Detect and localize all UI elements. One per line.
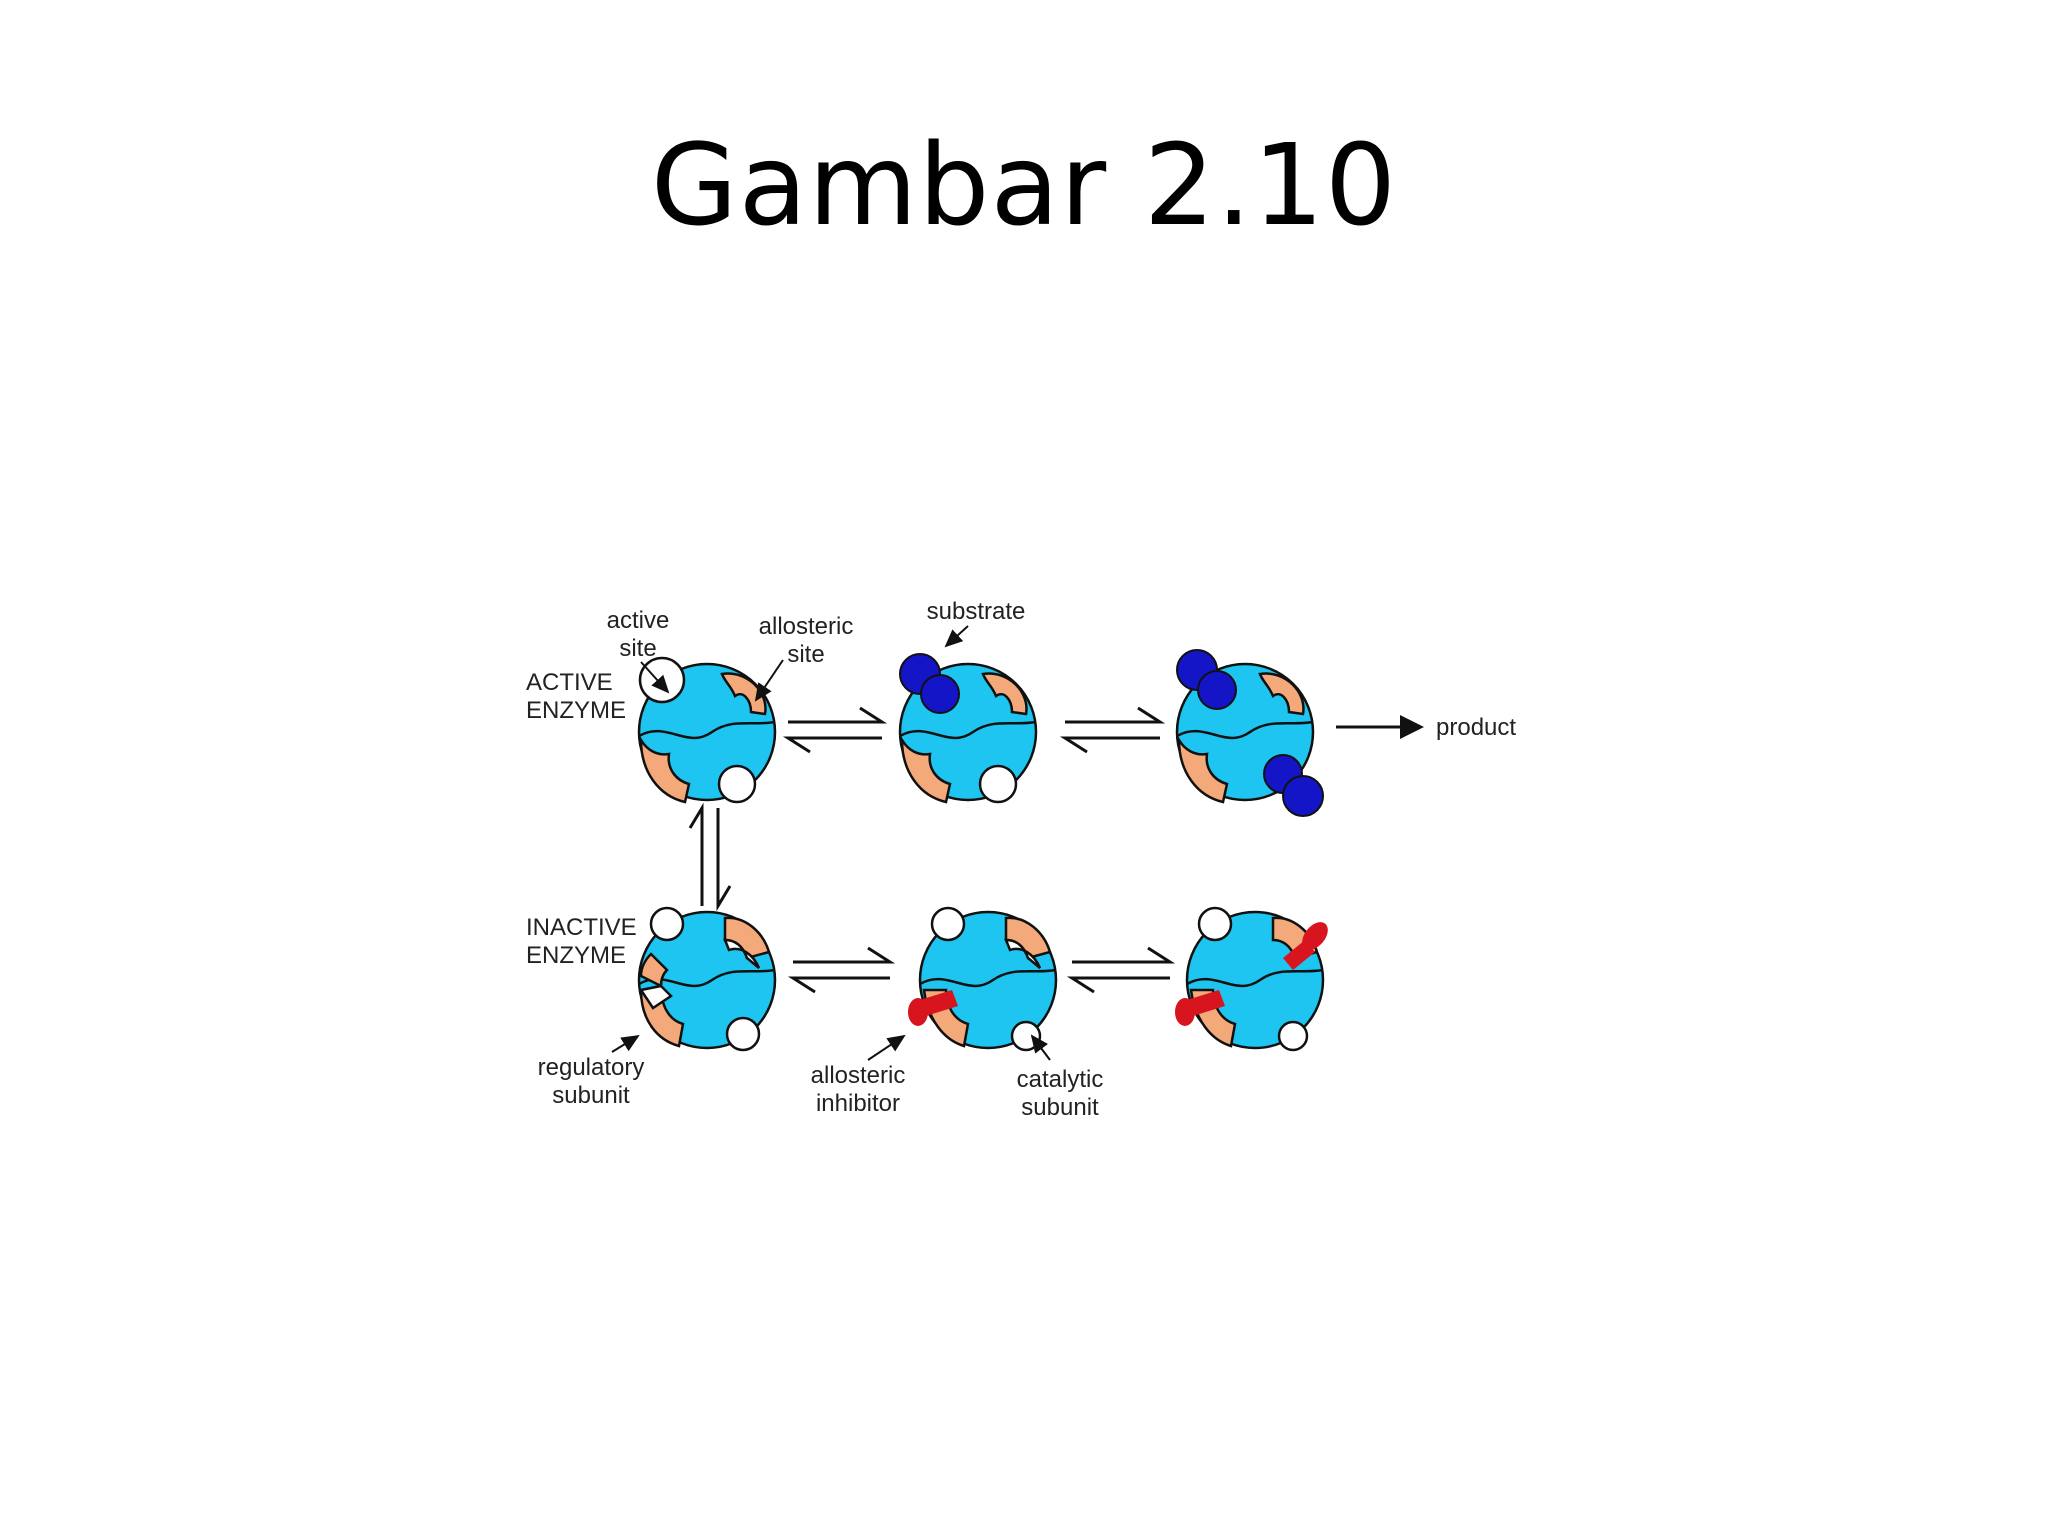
label-allosteric-inhibitor: inhibitor	[816, 1090, 900, 1117]
equilibrium-arrow	[782, 706, 888, 754]
slide-title: Gambar 2.10	[650, 121, 1398, 251]
equilibrium-arrow	[1066, 946, 1176, 994]
allosteric-inhibitor-molecule	[920, 990, 958, 1016]
label-catalytic-subunit: subunit	[1021, 1094, 1099, 1121]
label-active-site: site	[619, 635, 656, 662]
equilibrium-arrow	[787, 946, 896, 994]
label-allosteric-site: site	[787, 641, 824, 668]
label-product: product	[1436, 714, 1516, 741]
label-substrate: substrate	[927, 598, 1026, 625]
label-active-enzyme: ENZYME	[526, 697, 626, 724]
label-catalytic-subunit: catalytic	[1017, 1066, 1104, 1093]
active-enzyme-3	[1175, 649, 1324, 817]
allosteric-inhibitor-molecule	[1187, 990, 1225, 1016]
inactive-enzyme-3	[1175, 906, 1328, 1052]
label-inactive-enzyme: ENZYME	[526, 942, 626, 969]
label-regulatory-subunit: subunit	[552, 1082, 630, 1109]
active-enzyme-1	[637, 656, 777, 804]
label-allosteric-site: allosteric	[759, 613, 854, 640]
equilibrium-arrow	[1059, 706, 1166, 754]
vertical-equilibrium-arrow	[688, 802, 732, 912]
label-regulatory-subunit: regulatory	[538, 1054, 645, 1081]
inactive-enzyme-2	[908, 906, 1058, 1052]
label-inactive-enzyme: INACTIVE	[526, 914, 637, 941]
label-allosteric-inhibitor: allosteric	[811, 1062, 906, 1089]
label-active-enzyme: ACTIVE	[526, 669, 613, 696]
active-enzyme-2	[898, 653, 1038, 804]
label-active-site: active	[607, 607, 670, 634]
inactive-enzyme-1	[637, 906, 777, 1052]
